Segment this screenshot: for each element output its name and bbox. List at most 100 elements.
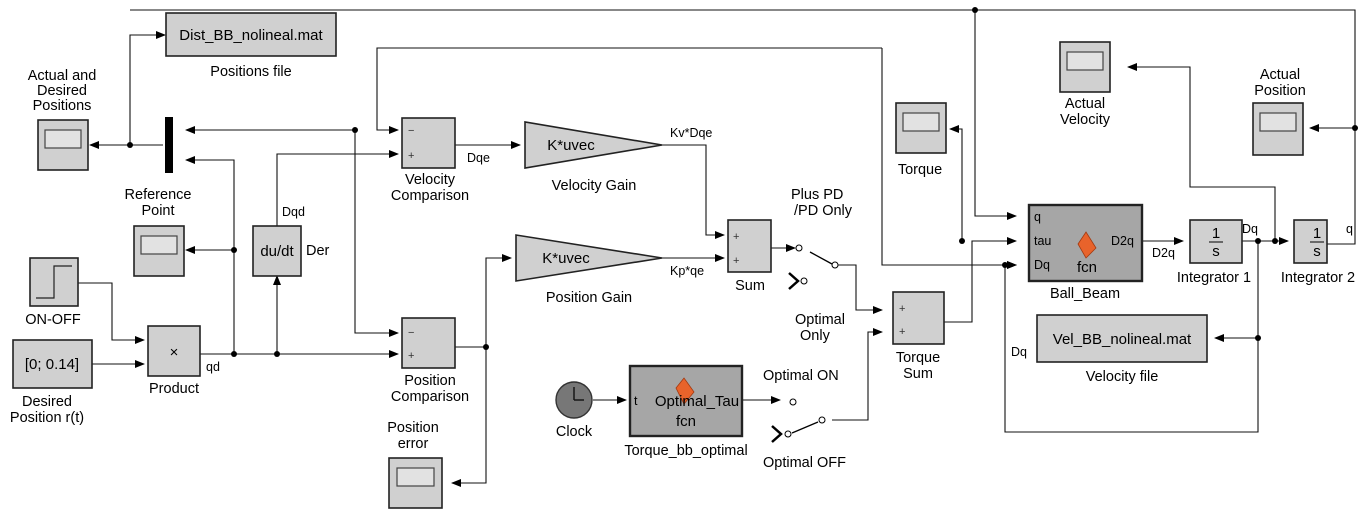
ball-beam-port-q: q [1034,210,1041,224]
product-label: Product [149,381,199,397]
opt-fcn-title: Optimal_Tau [655,393,739,410]
constant-label-2: Position r(t) [10,410,84,426]
torque-sum-sign-2: + [899,326,905,338]
pos-comp-sign-2: + [408,350,414,362]
switch2-label-top: Optimal ON [763,368,839,384]
position-gain-label: Position Gain [546,290,632,306]
switch1-label2-1: Optimal [795,312,845,328]
actual-position-scope[interactable]: Actual Position [1252,67,1306,156]
signal-dq-left: Dq [1011,345,1027,359]
ball-beam-fcn: fcn [1077,259,1097,276]
switch1-label2-2: Only [800,328,831,344]
position-comparison-block[interactable]: − + Position Comparison [391,317,469,405]
ball-beam-port-dq: Dq [1034,258,1050,272]
torque-sum-label-2: Sum [903,366,933,382]
pos-comp-label-1: Position [404,373,456,389]
vel-comp-label-2: Comparison [391,188,469,204]
integrator-1-block[interactable]: 1 s Integrator 1 [1177,219,1251,286]
int1-den: s [1212,243,1220,260]
positions-scope-label-1: Actual and [28,68,97,84]
opt-fcn-text: fcn [676,413,696,430]
product-symbol: × [170,344,179,361]
velocity-gain-expr: K*uvec [547,137,595,154]
desired-position-constant[interactable]: [0; 0.14] Desired Position r(t) [10,339,93,426]
positions-file-name: Dist_BB_nolineal.mat [179,27,323,44]
opt-fcn-label: Torque_bb_optimal [624,443,747,459]
velocity-file-block[interactable]: Vel_BB_nolineal.mat Velocity file [1036,314,1208,385]
reference-point-scope[interactable] [133,225,185,277]
pos-comp-label-2: Comparison [391,389,469,405]
on-off-step-block[interactable]: ON-OFF [25,257,81,328]
opt-fcn-port-t: t [634,394,638,408]
position-gain-expr: K*uvec [542,250,590,267]
on-off-label: ON-OFF [25,312,81,328]
signal-qd: qd [206,360,220,374]
int2-label: Integrator 2 [1281,270,1355,286]
switch-optimal-on-off[interactable]: Optimal ON Optimal OFF [763,368,846,471]
signal-d2q: D2q [1152,246,1175,260]
torque-sum-sign-1: + [899,303,905,315]
velocity-gain-label: Velocity Gain [552,178,637,194]
positions-scope[interactable]: Actual and Desired Positions [28,68,97,171]
ball-beam-port-d2q: D2q [1111,234,1134,248]
int1-label: Integrator 1 [1177,270,1251,286]
position-gain-block[interactable]: K*uvec Position Gain [515,234,663,306]
actual-vel-label-2: Velocity [1060,112,1111,128]
ball-beam-block[interactable]: q tau Dq D2q fcn Ball_Beam [1027,203,1144,302]
derivative-block[interactable]: du/dt Der [252,225,330,277]
int1-num: 1 [1212,225,1220,242]
sum-label: Sum [735,278,765,294]
position-error-scope[interactable]: Position error [387,420,443,509]
switch2-label-bottom: Optimal OFF [763,455,846,471]
derivative-label: Der [306,243,330,259]
constant-value: [0; 0.14] [25,356,79,373]
switch1-label-2: /PD Only [794,203,853,219]
switch-pd-optimal[interactable]: Plus PD /PD Only Optimal Only [788,187,853,344]
positions-file-block[interactable]: Dist_BB_nolineal.mat Positions file [165,12,337,80]
matlab-logo-icon [675,377,695,405]
signal-dqe: Dqe [467,151,490,165]
reference-point-mux[interactable]: Reference Point [125,117,192,219]
actual-velocity-scope[interactable]: Actual Velocity [1059,41,1111,128]
int2-den: s [1313,243,1321,260]
clock-block[interactable]: Clock [555,381,593,440]
int2-num: 1 [1313,225,1321,242]
positions-file-label: Positions file [210,64,291,80]
switch1-label-1: Plus PD [791,187,843,203]
ball-beam-label: Ball_Beam [1050,286,1120,302]
signal-dqd: Dqd [282,205,305,219]
actual-pos-label-1: Actual [1260,67,1300,83]
constant-label-1: Desired [22,394,72,410]
sum-sign-1: + [733,231,739,243]
signal-dq: Dq [1242,222,1258,236]
torque-sum-block[interactable]: + + Torque Sum [892,291,945,382]
sum-block[interactable]: + + Sum [727,219,772,294]
vel-comp-label-1: Velocity [405,172,456,188]
integrator-2-block[interactable]: 1 s Integrator 2 [1281,219,1355,286]
velocity-file-name: Vel_BB_nolineal.mat [1053,331,1192,348]
mux-label-1: Reference [125,187,192,203]
velocity-file-label: Velocity file [1086,369,1159,385]
pos-error-label-2: error [398,436,429,452]
torque-optimal-fcn-block[interactable]: t Optimal_Tau fcn Torque_bb_optimal [624,364,748,459]
torque-scope[interactable]: Torque [895,102,947,178]
sum-sign-2: + [733,255,739,267]
actual-vel-label-1: Actual [1065,96,1105,112]
torque-scope-label: Torque [898,162,942,178]
derivative-expr: du/dt [260,243,294,260]
velocity-comparison-block[interactable]: − + Velocity Comparison [391,117,469,204]
junction-dots [127,7,1358,357]
ball-beam-port-tau: tau [1034,234,1051,248]
pos-comp-sign-1: − [408,327,414,339]
product-block[interactable]: × Product [147,325,201,397]
velocity-gain-block[interactable]: K*uvec Velocity Gain [524,121,663,194]
vel-comp-sign-2: + [408,150,414,162]
torque-sum-label-1: Torque [896,350,940,366]
signal-kp-qe: Kp*qe [670,264,704,278]
pos-error-label-1: Position [387,420,439,436]
positions-scope-label-2: Desired [37,83,87,99]
positions-scope-label-3: Positions [33,98,92,114]
clock-label: Clock [556,424,593,440]
signal-q: q [1346,222,1353,236]
